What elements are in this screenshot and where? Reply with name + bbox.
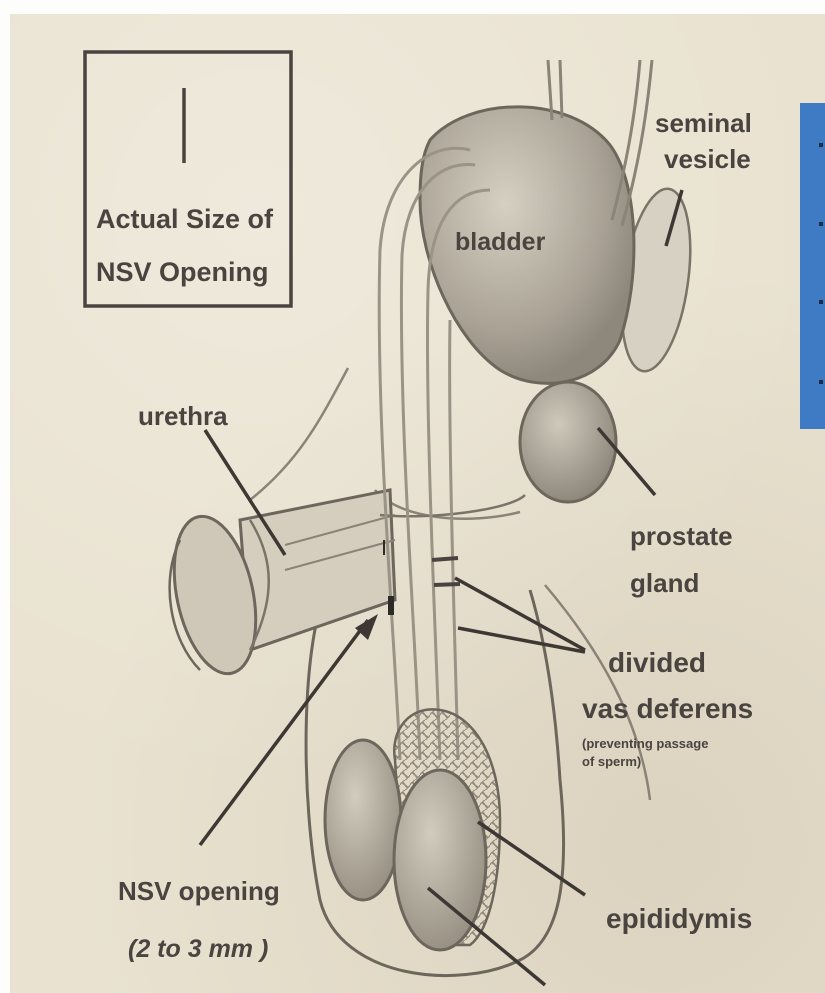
label-seminal: seminal — [655, 108, 752, 138]
label-vas-note-2: of sperm) — [582, 754, 641, 769]
penis-illustration — [161, 490, 395, 681]
label-epididymis: epididymis — [606, 903, 752, 934]
label-nsv-opening: NSV opening — [118, 876, 280, 906]
label-gland: gland — [630, 568, 699, 598]
label-vas-deferens: vas deferens — [582, 693, 753, 724]
label-vesicle: vesicle — [664, 144, 751, 174]
testis-left — [325, 740, 401, 900]
callout-line-2: NSV Opening — [96, 257, 269, 287]
prostate-gland — [520, 382, 616, 502]
nsv-arrow-head — [355, 614, 378, 640]
callout-line-1: Actual Size of — [96, 204, 274, 234]
label-urethra: urethra — [138, 401, 228, 431]
label-bladder: bladder — [455, 228, 546, 256]
label-prostate: prostate — [630, 521, 733, 551]
label-nsv-size: (2 to 3 mm ) — [128, 935, 268, 963]
label-vas-note-1: (preventing passage — [582, 736, 708, 751]
label-divided: divided — [608, 647, 706, 678]
vas-cut-marks — [432, 558, 460, 585]
